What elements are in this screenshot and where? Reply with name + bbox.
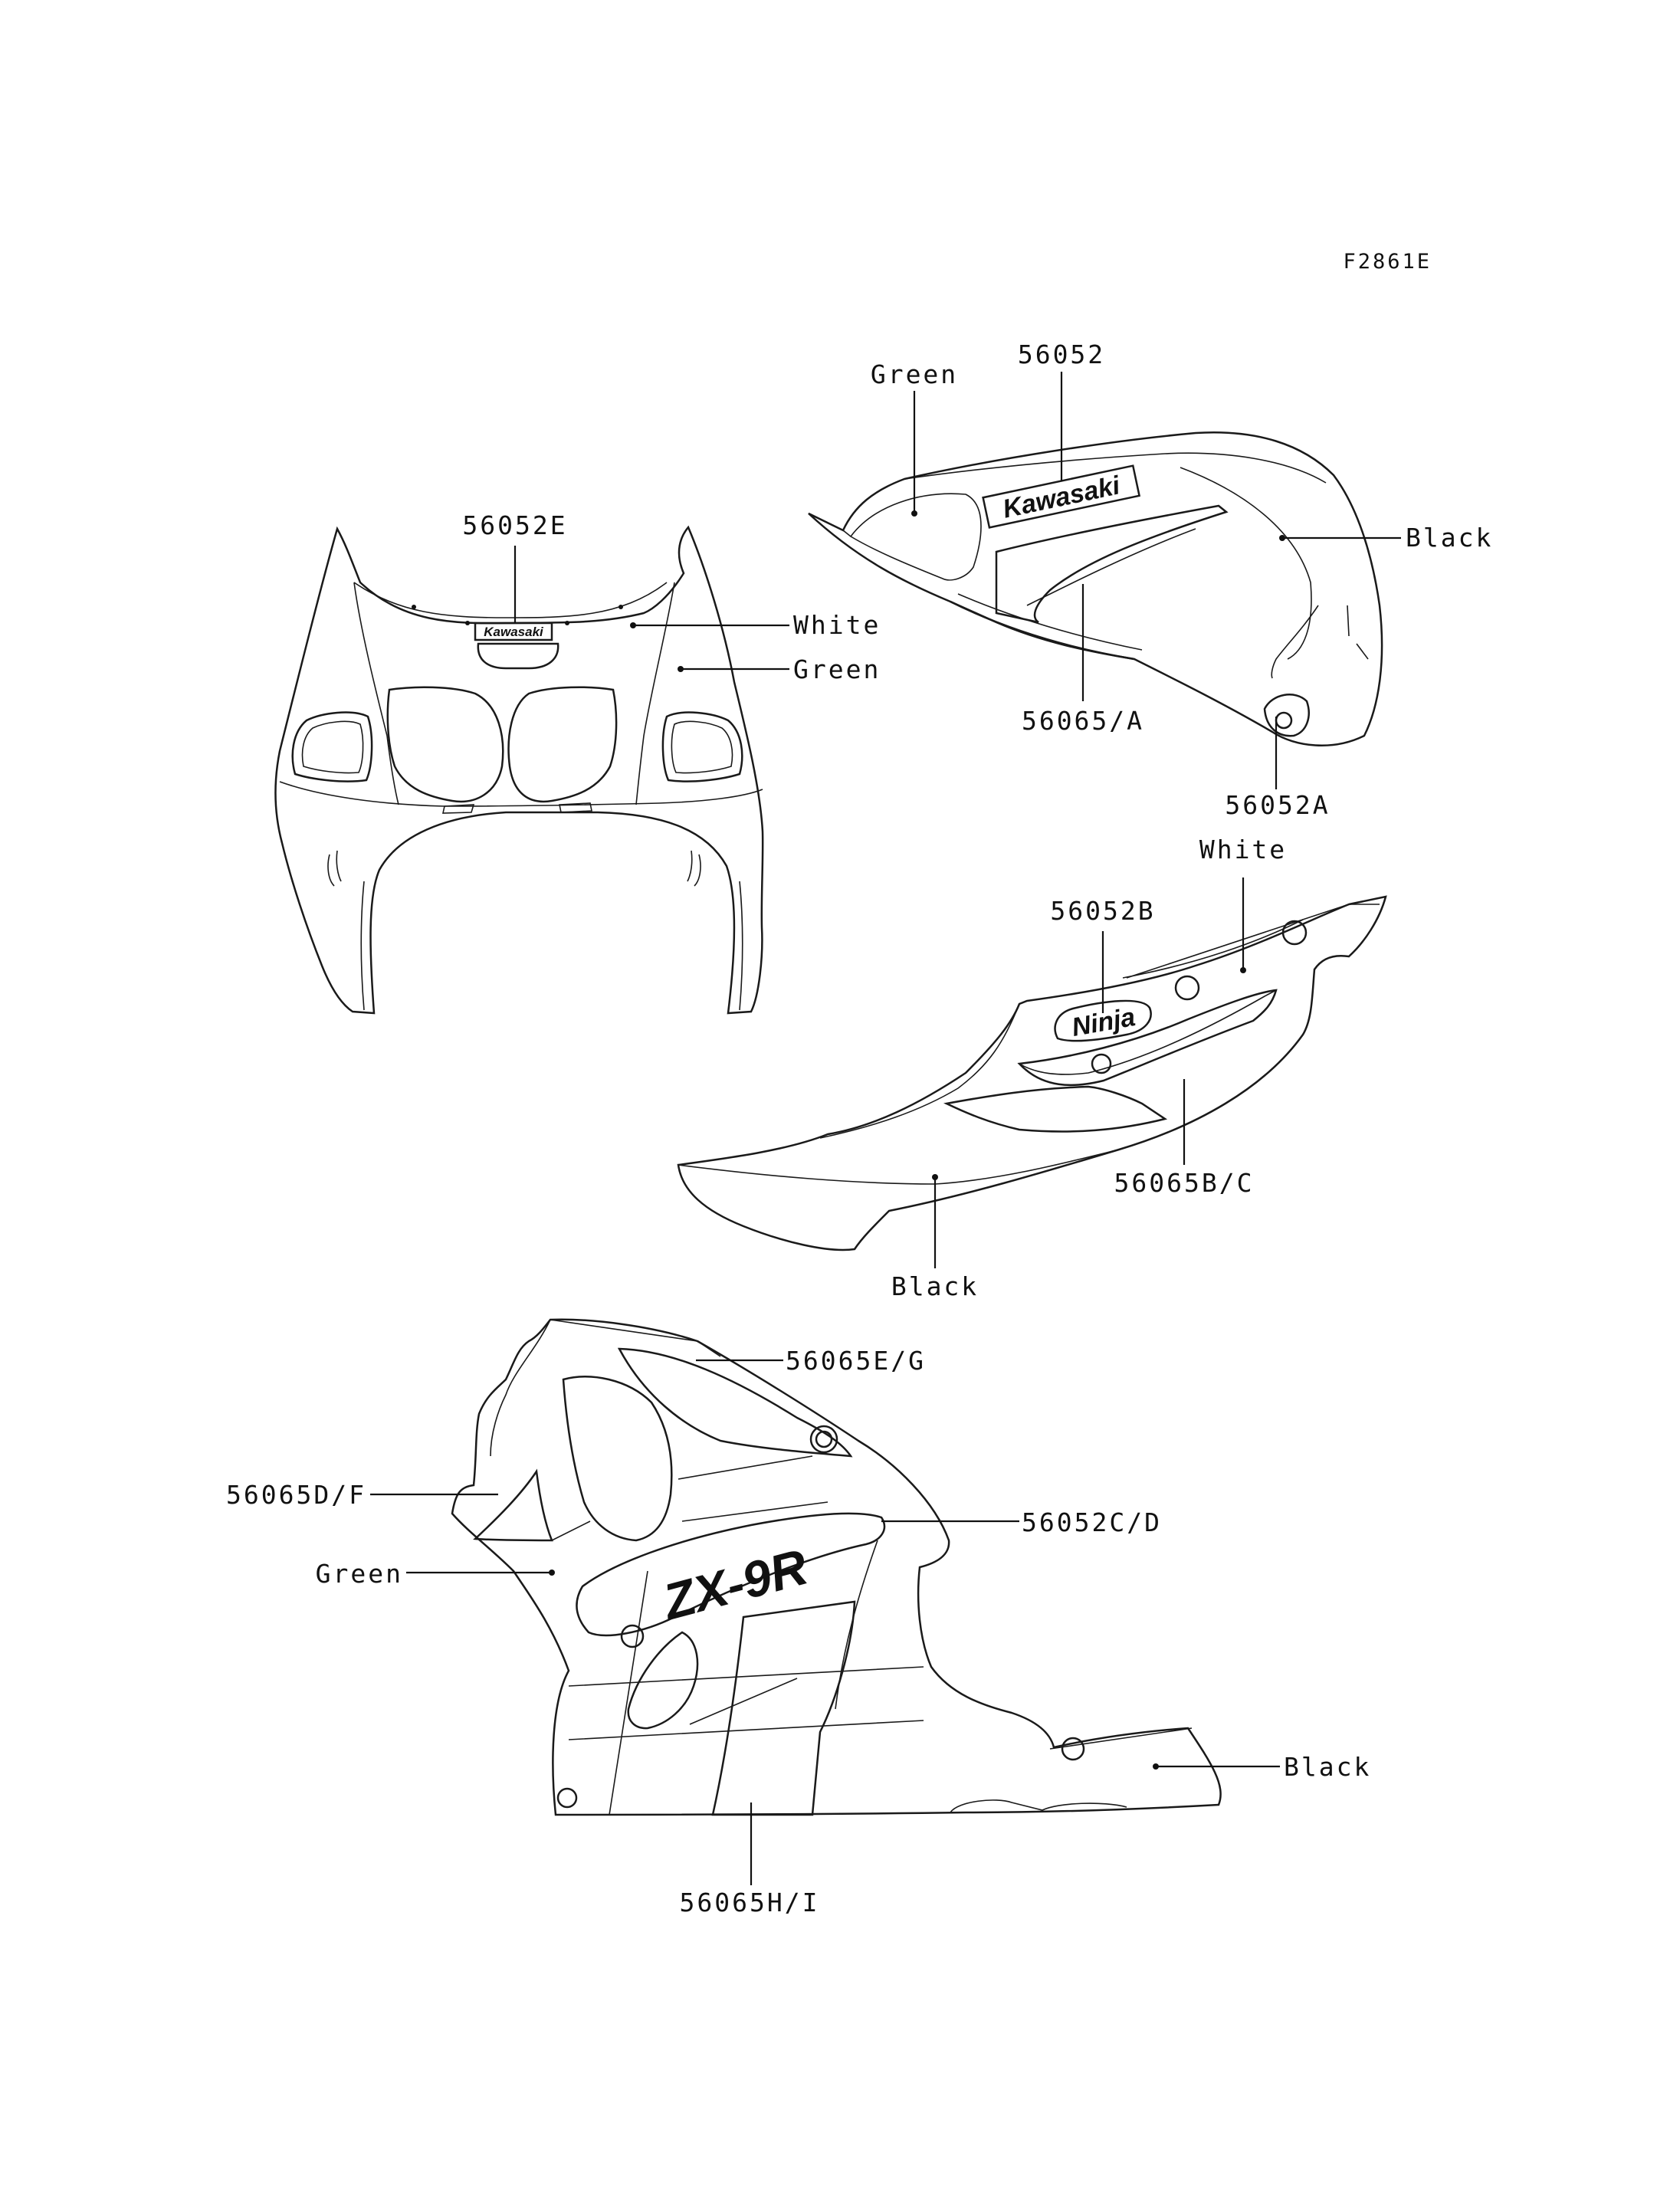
- fuel-cap-recess: [1263, 694, 1310, 737]
- tank-green-panel: [849, 493, 982, 581]
- label-tank-green: Green: [871, 359, 958, 389]
- fuel-cap: [1275, 711, 1293, 730]
- fairing-panel-lines: [568, 1570, 924, 1816]
- headlight-left: [386, 686, 504, 803]
- fairing-grommet: [556, 1787, 578, 1809]
- label-56052E: 56052E: [462, 510, 567, 540]
- label-56065HI: 56065H/I: [680, 1888, 820, 1917]
- duct-left: [327, 850, 342, 887]
- fuel-tank-outline: [808, 431, 1383, 746]
- tank-rear-mark: [1347, 605, 1350, 637]
- fairing-top-edge: [550, 1319, 721, 1357]
- seat-upper-rail: [1126, 904, 1380, 979]
- tank-stripe-main: [995, 504, 1229, 624]
- fairing-scallop: [490, 1319, 551, 1457]
- cowl-lower-seam: [279, 781, 763, 807]
- cowl-mount-dot: [619, 605, 623, 609]
- upper-cowl-emblem: Kawasaki: [484, 625, 544, 639]
- position-lamp-right: [661, 711, 743, 782]
- tank-rear-tab: [1356, 643, 1369, 660]
- fairing-bottom-scallop: [950, 1799, 1127, 1813]
- upper-cowl-outline: [274, 525, 764, 1015]
- upper-cowl-emblem-frame: [474, 622, 553, 641]
- label-56052B: 56052B: [1050, 896, 1155, 926]
- seat-white-line: [1122, 919, 1304, 979]
- cowl-mount-dot: [465, 621, 470, 625]
- label-56052CD: 56052C/D: [1022, 1507, 1162, 1537]
- headlight-right: [507, 686, 618, 803]
- fairing-lower-panel: [711, 1600, 856, 1816]
- fairing-grommet: [809, 1425, 838, 1454]
- fairing-emblem: ZX-9R: [656, 1538, 814, 1631]
- tank-side-curve: [1271, 605, 1319, 679]
- tank-front-edge: [808, 513, 851, 537]
- fairing-vent-lines: [551, 1455, 829, 1541]
- position-lamp-left-inner: [301, 720, 364, 774]
- side-fairing: ZX-9R: [370, 1318, 1280, 1885]
- tank-lower-edge-inner: [957, 593, 1143, 651]
- windscreen-edge: [353, 582, 668, 618]
- cowl-leg-left: [360, 881, 365, 1011]
- label-seat-black: Black: [891, 1271, 979, 1301]
- fairing-left-stripe: [473, 1468, 553, 1542]
- seat-cowl: Ninja: [677, 877, 1387, 1268]
- fairing-emblem-frame: [576, 1512, 886, 1637]
- emblem-recess: [477, 642, 559, 670]
- seat-stripe-box: [1017, 989, 1278, 1087]
- side-fairing-outline: [451, 1318, 1222, 1816]
- label-56065EG: 56065E/G: [786, 1346, 926, 1376]
- upper-cowl: Kawasaki: [274, 525, 789, 1015]
- tank-stripe-inner: [1026, 528, 1196, 606]
- label-56052: 56052: [1018, 339, 1105, 369]
- position-lamp-right-inner: [671, 720, 733, 774]
- label-white: White: [793, 610, 881, 640]
- position-lamp-left: [291, 711, 373, 782]
- fairing-grommet: [620, 1624, 645, 1648]
- fairing-grommet-inner: [815, 1430, 833, 1448]
- seat-grommet: [1091, 1053, 1112, 1074]
- seat-dark-stripe: [943, 1085, 1168, 1133]
- tank-upper-line: [904, 452, 1327, 484]
- label-56052A: 56052A: [1225, 790, 1330, 820]
- cowl-leg-right: [739, 881, 743, 1011]
- label-seat-white: White: [1199, 835, 1287, 864]
- seat-emblem-frame: [1054, 999, 1152, 1042]
- fairing-grommet: [1061, 1737, 1085, 1761]
- label-tank-black: Black: [1406, 523, 1493, 553]
- seat-grommet: [1174, 975, 1200, 1001]
- tank-emblem-frame: [982, 464, 1141, 529]
- seat-lower-edge: [678, 1149, 1120, 1185]
- seat-stripe-upper: [1019, 989, 1277, 1075]
- cowl-inner-left: [353, 582, 399, 805]
- seat-cowl-outline: [677, 895, 1387, 1251]
- label-56065DF: 56065D/F: [226, 1480, 366, 1510]
- label-green: Green: [793, 654, 881, 684]
- seat-inner-curve: [819, 1003, 1020, 1139]
- seat-grommet: [1281, 920, 1308, 946]
- cowl-mount-dot: [565, 621, 569, 625]
- intake-slot-right: [559, 802, 592, 813]
- intake-slot-left: [441, 804, 475, 814]
- label-fairing-black: Black: [1284, 1752, 1371, 1782]
- label-56065A: 56065/A: [1022, 706, 1144, 736]
- mirror-mount: [562, 1376, 673, 1542]
- fairing-side-curve: [835, 1540, 878, 1710]
- fairing-duct: [627, 1631, 699, 1730]
- tank-panel-curve: [1180, 467, 1312, 660]
- cowl-mount-dot: [412, 605, 416, 609]
- fairing-upper-stripe: [617, 1347, 853, 1458]
- fairing-lower-rail: [1049, 1727, 1193, 1750]
- duct-right: [687, 850, 701, 887]
- tank-lower-edge: [950, 600, 1135, 661]
- figure-code: F2861E: [1343, 250, 1432, 274]
- label-fairing-green: Green: [316, 1559, 403, 1589]
- label-56065BC: 56065B/C: [1114, 1168, 1255, 1198]
- cowl-inner-right: [635, 582, 675, 805]
